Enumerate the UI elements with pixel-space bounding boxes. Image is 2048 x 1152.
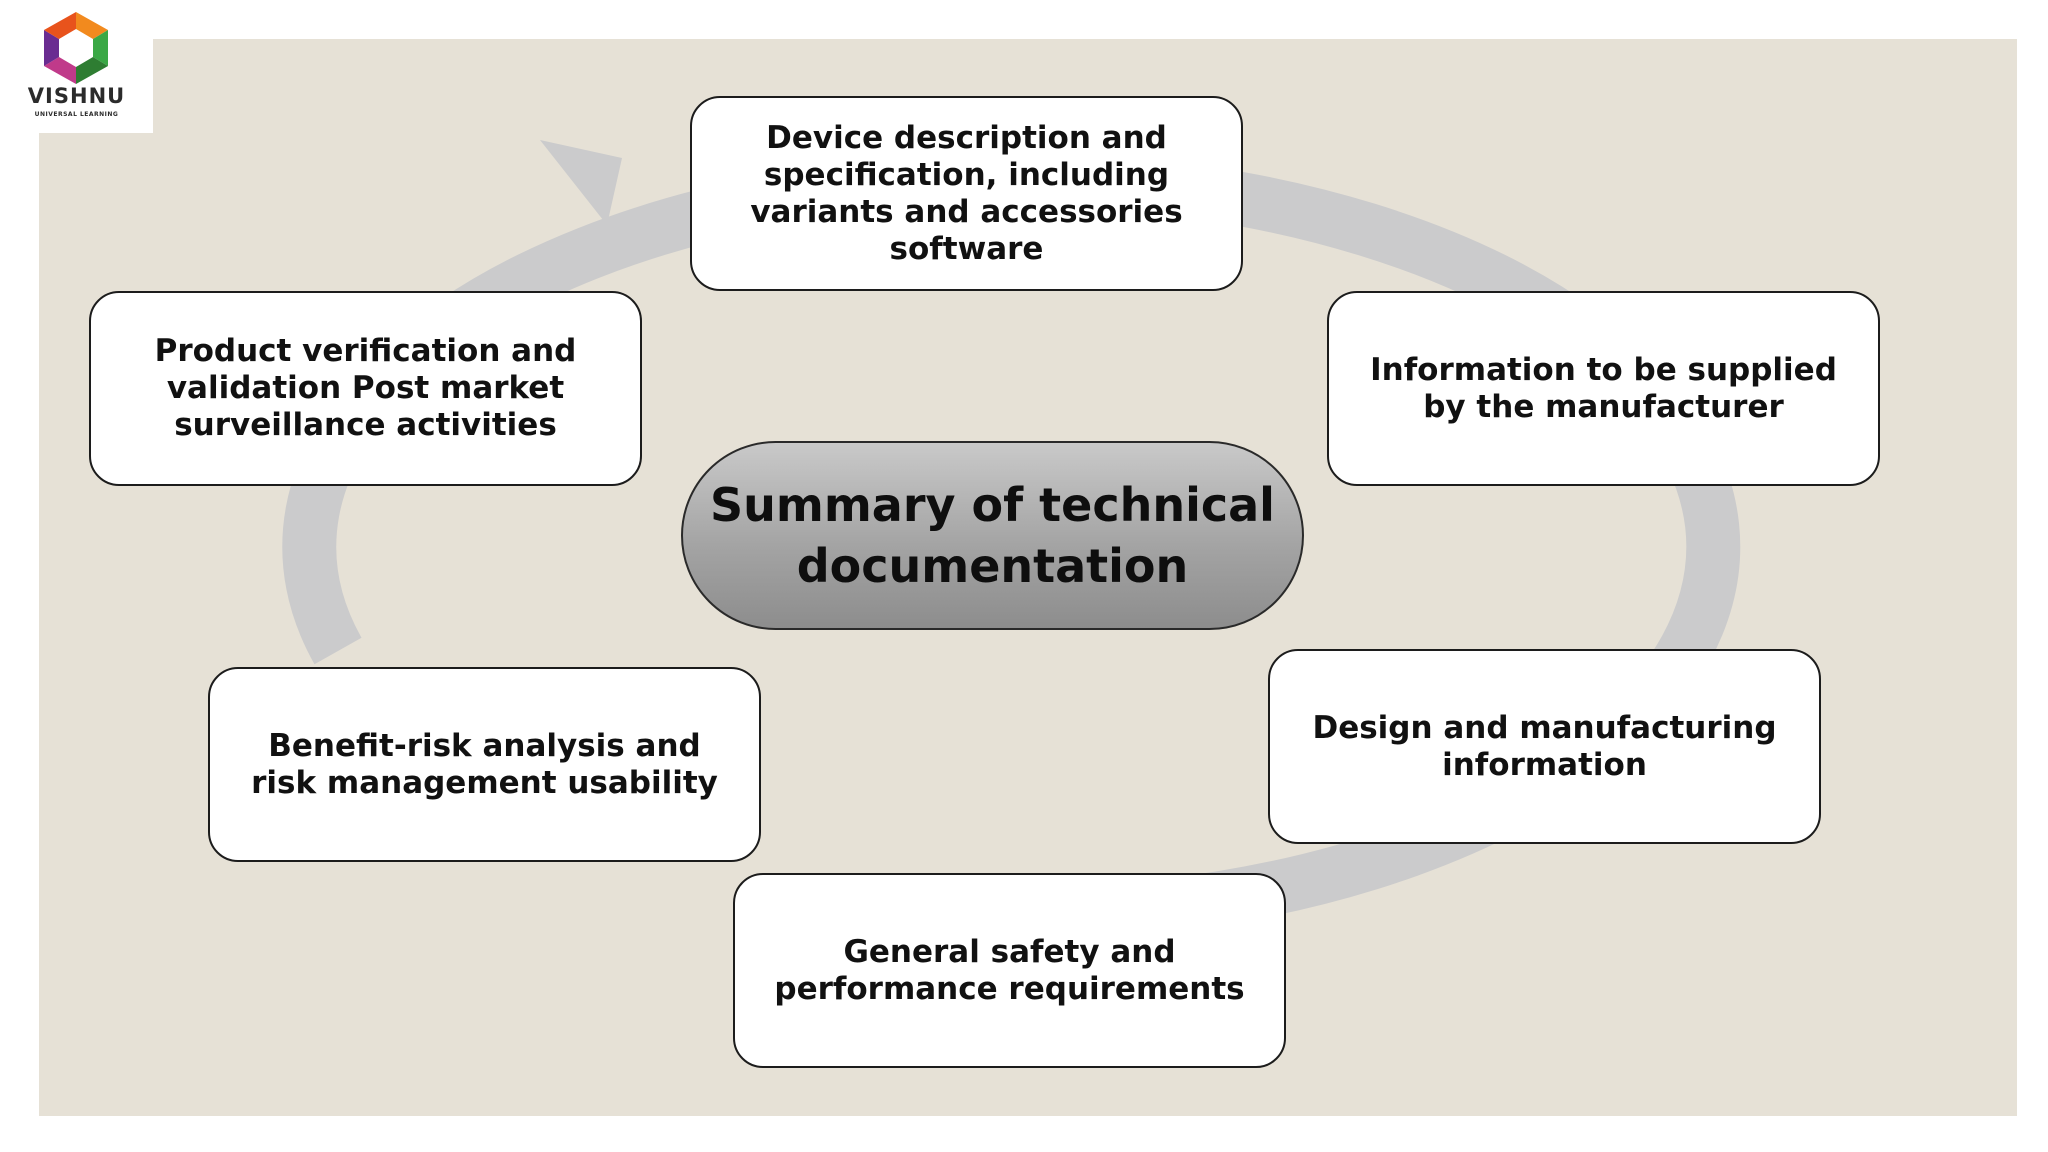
logo-tagline: UNIVERSAL LEARNING xyxy=(34,111,119,118)
node-device-description: Device description and specification, in… xyxy=(690,96,1243,291)
node-verification-validation: Product verification and validation Post… xyxy=(89,291,642,486)
vishnu-logo: VISHNU UNIVERSAL LEARNING xyxy=(0,0,153,133)
vishnu-logo-mark-icon xyxy=(44,12,108,84)
node-benefit-risk: Benefit-risk analysis and risk managemen… xyxy=(208,667,761,862)
center-title-line-1: Summary of technical xyxy=(710,477,1275,532)
center-summary-title: Summary of technical documentation xyxy=(681,441,1304,630)
node-design-manufacturing: Design and manufacturing information xyxy=(1268,649,1821,844)
node-manufacturer-information: Information to be supplied by the manufa… xyxy=(1327,291,1880,486)
center-title-line-2: documentation xyxy=(796,538,1189,593)
node-safety-performance: General safety and performance requireme… xyxy=(733,873,1286,1068)
logo-name: VISHNU xyxy=(27,84,126,108)
